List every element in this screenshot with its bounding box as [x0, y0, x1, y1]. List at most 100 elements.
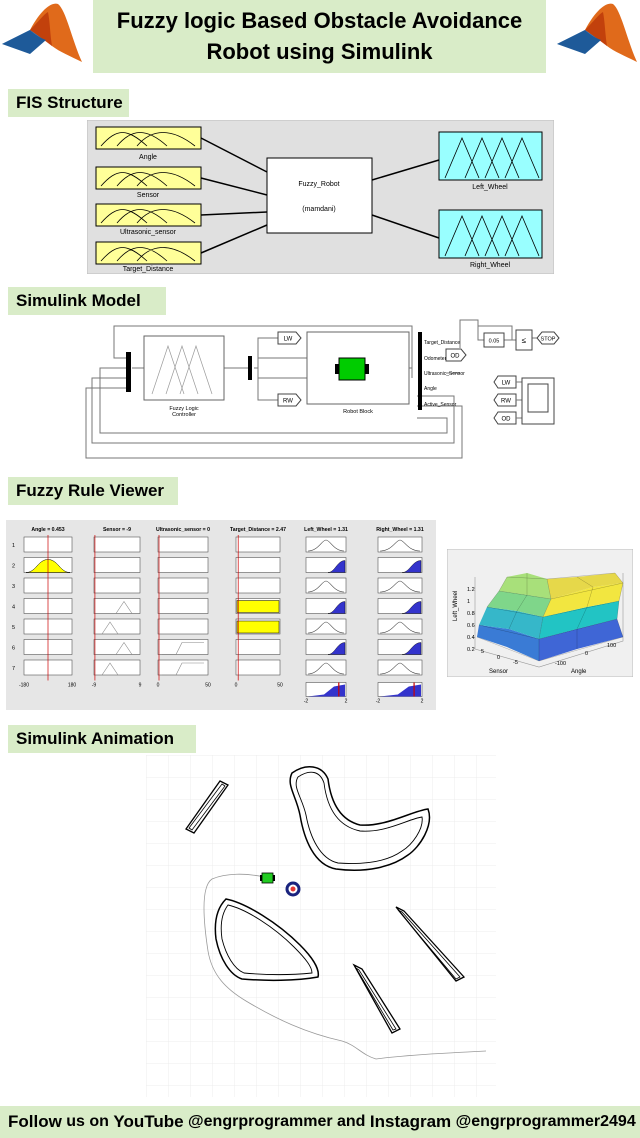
rule-cell	[305, 536, 347, 553]
page-title: Fuzzy logic Based Obstacle Avoidance Rob…	[93, 0, 546, 73]
footer-youtube-handle[interactable]: @engrprogrammer and	[183, 1113, 370, 1130]
section-simulink-animation: Simulink Animation	[8, 725, 196, 753]
from-tag-rw: RW	[493, 393, 517, 407]
surface-z-tick-5: 0.2	[467, 647, 475, 653]
robot-block: Robot Block	[306, 331, 410, 415]
rule-header-3: Target_Distance = 2.47	[230, 527, 286, 533]
rule-cell	[157, 536, 209, 553]
mux-bar-icon	[126, 352, 131, 392]
rule-number-0: 1	[12, 543, 15, 549]
fis-system-type: (mamdani)	[302, 206, 335, 213]
rule-cell	[377, 659, 423, 676]
svg-text:OD: OD	[451, 354, 461, 360]
goto-tag-od: OD	[445, 348, 467, 362]
svg-text:LW: LW	[284, 337, 293, 343]
rule-cell	[235, 577, 281, 594]
fis-structure-diagram: Angle Sensor Ultrasonic_sensor Target_Di…	[87, 120, 554, 274]
rule-number-1: 2	[12, 564, 15, 570]
fis-input-target-distance: Target_Distance	[95, 241, 202, 273]
rule-cell	[157, 557, 209, 573]
robot-icon	[260, 872, 275, 884]
robot-block-label: Robot Block	[343, 409, 373, 415]
rule-number-3: 4	[12, 605, 15, 611]
range-min-3: 0	[235, 683, 238, 689]
matlab-logo-right-icon	[557, 3, 637, 62]
surface-z-tick-3: 0.6	[467, 623, 475, 629]
rule-cell	[235, 659, 281, 676]
rule-cell	[93, 639, 141, 655]
rule-header-4: Left_Wheel = 1.31	[304, 527, 348, 533]
surface-x-tick-1: 0	[497, 655, 500, 661]
fis-input-label-0: Angle	[139, 154, 157, 161]
range-max-2: 50	[205, 683, 211, 689]
surface-plot: Left_Wheel 1.2 1 0.8 0.6 0.4 0.2 5 0 -5 …	[447, 549, 633, 677]
rule-header-2: Ultrasonic_sensor = 0	[156, 527, 210, 533]
rule-cell	[93, 659, 141, 676]
flc-label-2: Controller	[172, 412, 196, 418]
matlab-logo-left-icon	[2, 3, 82, 62]
range-min-2: 0	[157, 683, 160, 689]
footer-follow: Follow	[8, 1112, 62, 1131]
flc-label-1: Fuzzy Logic	[169, 406, 199, 412]
goto-tag-lw: LW	[277, 331, 302, 345]
rule-number-6: 7	[12, 666, 15, 672]
goto-tag-rw: RW	[277, 393, 302, 407]
rule-cell	[93, 557, 141, 573]
rule-number-5: 6	[12, 646, 15, 652]
rule-header-1: Sensor = -9	[103, 527, 131, 533]
surface-z-tick-0: 1.2	[467, 587, 475, 593]
rule-cell	[377, 536, 423, 553]
surface-x-tick-2: -5	[513, 660, 518, 666]
footer-instagram-handle[interactable]: @engrprogrammer2494	[451, 1113, 636, 1130]
obstacle-polygon	[214, 898, 320, 982]
fis-input-ultrasonic: Ultrasonic_sensor	[95, 203, 202, 236]
section-fis-structure: FIS Structure	[8, 89, 129, 117]
surface-z-tick-2: 0.8	[467, 611, 475, 617]
section-simulink-model: Simulink Model	[8, 287, 166, 315]
rule-cell	[235, 557, 281, 573]
surface-y-tick-0: -100	[555, 661, 566, 667]
bus-output-1: Odometer	[424, 356, 447, 362]
compare-block: ≤	[515, 329, 533, 351]
surface-y-tick-1: 0	[585, 651, 588, 657]
from-tag-od: OD	[493, 411, 517, 425]
simulink-model-diagram: Fuzzy Logic Controller LW RW Robot Block…	[85, 319, 560, 459]
svg-text:LW: LW	[502, 381, 511, 387]
surface-xlabel: Sensor	[489, 669, 508, 675]
rule-cell	[235, 639, 281, 655]
rule-cell	[93, 577, 141, 594]
range-max-3: 50	[277, 683, 283, 689]
obstacle-bar-3	[352, 963, 401, 1034]
rule-header-5: Right_Wheel = 1.31	[376, 527, 424, 533]
svg-text:≤: ≤	[522, 336, 527, 345]
surface-x-tick-0: 5	[481, 649, 484, 655]
rule-cell	[305, 577, 347, 594]
stop-block: STOP	[536, 331, 560, 345]
footer-instagram: Instagram	[369, 1112, 452, 1131]
surface-zlabel: Left_Wheel	[453, 591, 459, 621]
fis-input-label-3: Target_Distance	[123, 266, 174, 273]
rule-cell	[157, 659, 209, 676]
demux-bar-icon	[248, 356, 252, 380]
svg-text:OD: OD	[502, 417, 512, 423]
rule-cell	[157, 598, 209, 614]
bus-bar-icon	[418, 332, 422, 410]
target-icon	[285, 881, 301, 897]
range-max-5: 2	[421, 699, 424, 705]
fis-output-left-wheel: Left_Wheel	[438, 131, 543, 191]
title-line-2: Robot using Simulink	[206, 39, 433, 64]
surface-z-tick-4: 0.4	[467, 635, 475, 641]
from-tag-lw: LW	[493, 375, 517, 389]
rule-number-4: 5	[12, 625, 15, 631]
fis-output-label-1: Right_Wheel	[470, 262, 511, 269]
rule-header-0: Angle = 0.453	[31, 527, 64, 533]
section-fuzzy-rule-viewer: Fuzzy Rule Viewer	[8, 477, 178, 505]
robot-path	[203, 873, 487, 1060]
obstacle-boomerang	[289, 766, 431, 871]
svg-text:RW: RW	[501, 399, 511, 405]
rule-cell	[235, 536, 281, 553]
range-min-4: -2	[304, 699, 309, 705]
bus-output-2: Ultrasonic_Sensor	[424, 371, 465, 377]
rule-cell	[305, 659, 347, 676]
rule-cell	[93, 598, 141, 614]
